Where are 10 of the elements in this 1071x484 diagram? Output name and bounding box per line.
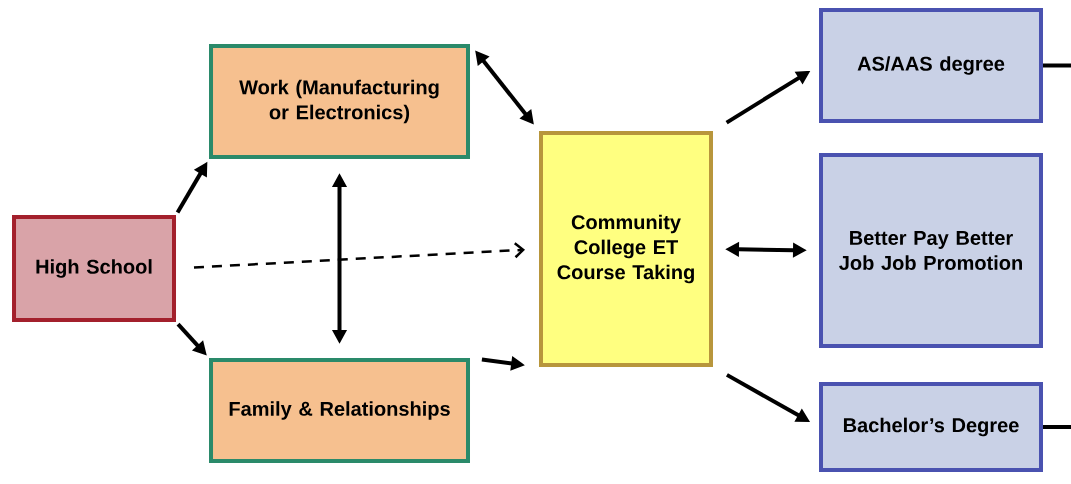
process-box: High School bbox=[12, 215, 176, 322]
connector-line bbox=[1043, 425, 1071, 429]
connector-line bbox=[1043, 63, 1071, 68]
dashed-arrow bbox=[193, 242, 526, 269]
process-box: Community College ET Course Taking bbox=[539, 131, 713, 367]
outcome-box: Better Pay Better Job Job Promotion bbox=[819, 153, 1043, 348]
process-box: Work (Manufacturing or Electronics) bbox=[209, 44, 470, 159]
outcome-box: Bachelor’s Degree bbox=[819, 382, 1043, 472]
process-box: Family & Relationships bbox=[209, 358, 470, 463]
outcome-box: AS/AAS degree bbox=[819, 8, 1043, 123]
